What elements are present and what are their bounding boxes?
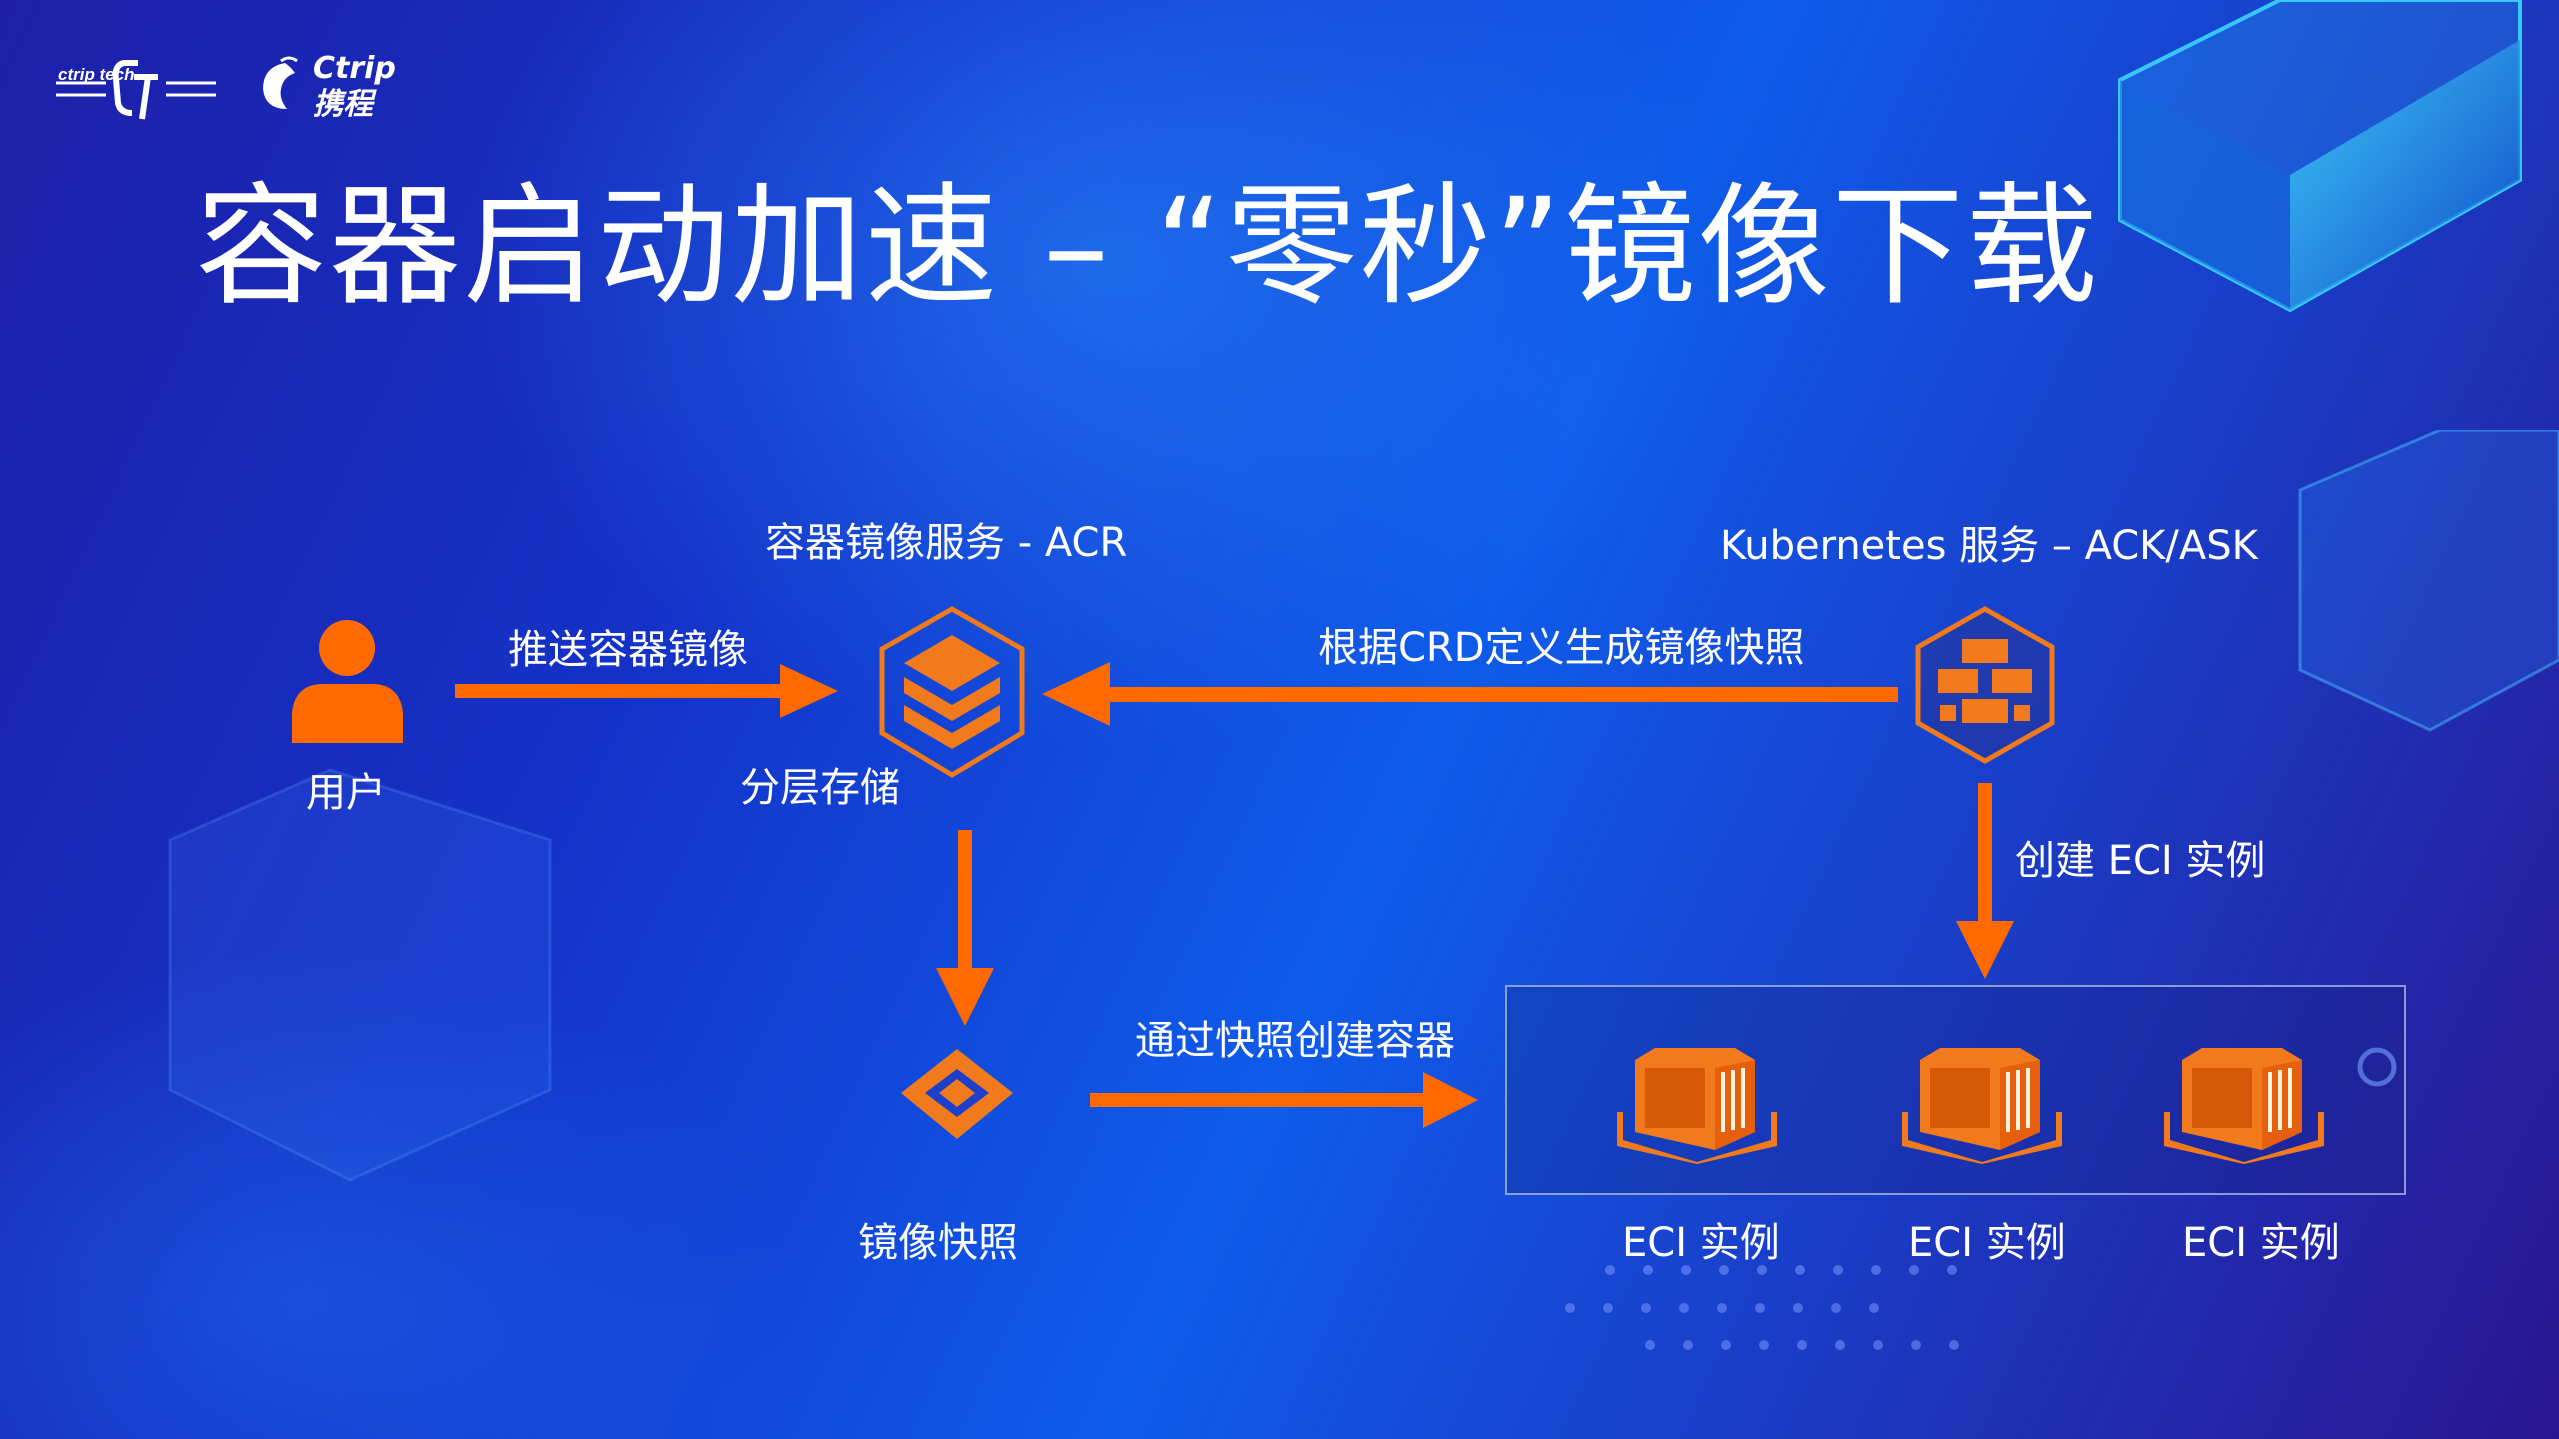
create-eci-label: 创建 ECI 实例 <box>2015 838 2266 884</box>
decorative-dot <box>1835 1340 1845 1350</box>
decorative-dot <box>1759 1340 1769 1350</box>
decorative-dot <box>1643 1265 1653 1275</box>
acr-to-snapshot-arrow <box>936 830 994 1026</box>
k8s-service-label: Kubernetes 服务 – ACK/ASK <box>1720 523 2258 569</box>
decorative-cube-right <box>2298 430 2559 732</box>
layered-storage-label: 分层存储 <box>740 765 900 811</box>
decorative-dot <box>1909 1265 1919 1275</box>
decorative-dot <box>1645 1340 1655 1350</box>
decorative-dot <box>1683 1340 1693 1350</box>
kubernetes-cluster-icon <box>1915 606 2055 764</box>
decorative-dot <box>1797 1340 1807 1350</box>
decorative-dot <box>1755 1303 1765 1313</box>
crd-snapshot-label: 根据CRD定义生成镜像快照 <box>1318 625 1805 671</box>
decorative-dot <box>1947 1265 1957 1275</box>
decorative-dot <box>1721 1340 1731 1350</box>
acr-service-label: 容器镜像服务 - ACR <box>765 520 1128 566</box>
eci-instance-icon-1 <box>1617 1048 1777 1164</box>
decorative-cube-top-right <box>2118 0 2522 313</box>
decorative-dot <box>1911 1340 1921 1350</box>
decorative-dot <box>1871 1265 1881 1275</box>
ctrip-tech-logo-text: ctrip tech <box>58 65 135 84</box>
eci-instance-label-3: ECI 实例 <box>2182 1220 2340 1266</box>
image-snapshot-icon <box>901 1049 1013 1139</box>
eci-instance-label-1: ECI 实例 <box>1622 1220 1780 1266</box>
decorative-dot <box>1795 1265 1805 1275</box>
decorative-dot <box>1793 1303 1803 1313</box>
decorative-dot <box>1833 1265 1843 1275</box>
decorative-dot <box>1641 1303 1651 1313</box>
decorative-dot <box>1869 1303 1879 1313</box>
decorative-dot <box>1831 1303 1841 1313</box>
eci-instance-icon-2 <box>1902 1048 2062 1164</box>
user-label: 用户 <box>306 770 386 816</box>
ctrip-logo: Ctrip 携程 <box>255 51 405 122</box>
decorative-dot <box>1681 1265 1691 1275</box>
snapshot-to-eci-arrow <box>1090 1072 1478 1128</box>
eci-instance-label-2: ECI 实例 <box>1908 1220 2066 1266</box>
acr-layered-storage-icon <box>879 606 1025 778</box>
decorative-dot <box>1949 1340 1959 1350</box>
decorative-ring <box>2357 1047 2397 1087</box>
decorative-dot <box>1719 1265 1729 1275</box>
ctrip-tech-logo: ctrip tech <box>56 55 216 125</box>
image-snapshot-label: 镜像快照 <box>858 1220 1018 1266</box>
k8s-to-eci-arrow <box>1956 783 2014 979</box>
decorative-cube-left <box>168 768 552 1182</box>
eci-instance-icon-3 <box>2164 1048 2324 1164</box>
crd-arrow <box>1042 662 1898 726</box>
ctrip-tech-logo-mark: ctrip tech <box>56 60 216 120</box>
decorative-dot <box>1757 1265 1767 1275</box>
decorative-dot <box>1603 1303 1613 1313</box>
decorative-dot <box>1873 1340 1883 1350</box>
push-arrow <box>455 664 838 718</box>
ctrip-logo-en: Ctrip <box>313 51 396 86</box>
decorative-dot <box>1717 1303 1727 1313</box>
decorative-dot <box>1565 1303 1575 1313</box>
decorative-dot <box>1679 1303 1689 1313</box>
ctrip-dolphin-icon <box>263 56 298 109</box>
slide-title: 容器启动加速 – “零秒”镜像下载 <box>195 170 2100 324</box>
user-icon <box>292 620 403 743</box>
ctrip-logo-cn: 携程 <box>313 87 373 122</box>
push-image-label: 推送容器镜像 <box>508 627 748 673</box>
decorative-dot <box>1605 1265 1615 1275</box>
create-container-label: 通过快照创建容器 <box>1135 1018 1455 1064</box>
